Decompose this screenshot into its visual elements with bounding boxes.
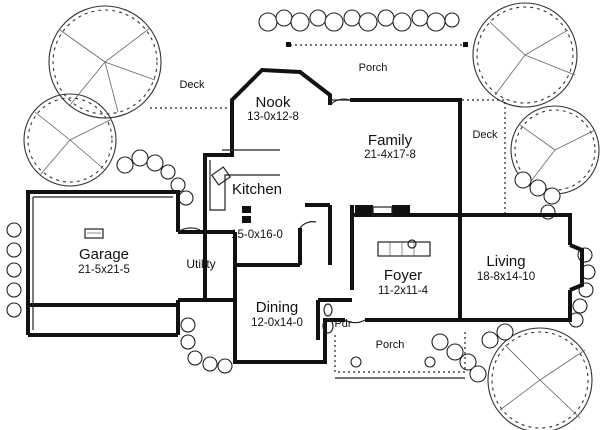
door-swings	[177, 98, 366, 324]
room-dining-name: Dining	[256, 299, 299, 316]
room-living-dims: 18-8x14-10	[477, 271, 535, 283]
tree-bottom-right	[487, 327, 593, 430]
tree-mid-left	[23, 93, 117, 187]
room-living: Living 18-8x14-10	[477, 253, 535, 283]
shrubs-left-garage	[6, 149, 194, 318]
room-family: Family 21-4x17-8	[364, 132, 416, 161]
room-dining-dims: 12-0x14-0	[251, 317, 303, 329]
room-utility-name: Utility	[186, 257, 215, 271]
shrubs-top	[258, 9, 460, 32]
shrubs-front	[180, 317, 487, 383]
front-porch	[334, 330, 466, 379]
room-family-dims: 21-4x17-8	[364, 149, 416, 161]
living-bay-window	[569, 243, 584, 292]
garage-entry	[84, 228, 104, 239]
room-kitchen-name: Kitchen	[232, 181, 282, 198]
left-deck	[150, 107, 233, 150]
room-garage-dims: 21-5x21-5	[78, 264, 130, 276]
room-dining: Dining 12-0x14-0	[251, 299, 303, 329]
room-garage: Garage 21-5x21-5	[78, 246, 130, 276]
garage-walls	[26, 190, 180, 337]
deck-right-label: Deck	[472, 129, 498, 141]
house-walls	[178, 67, 572, 364]
right-deck	[462, 99, 506, 215]
foyer-stair	[377, 239, 431, 257]
room-nook-dims: 13-0x12-8	[247, 111, 299, 123]
kitchen-counter	[209, 149, 280, 223]
room-kitchen-dims: 15-0x16-0	[231, 229, 283, 241]
porch-rear-label: Porch	[359, 62, 388, 74]
room-nook-name: Nook	[255, 94, 291, 111]
room-kitchen: Kitchen 15-0x16-0	[231, 181, 283, 241]
room-nook: Nook 13-0x12-8	[247, 94, 299, 123]
deck-left-label: Deck	[179, 79, 205, 91]
room-family-name: Family	[368, 132, 413, 149]
room-living-name: Living	[486, 253, 525, 270]
tree-top-right	[472, 2, 578, 108]
tree-top-left	[48, 5, 162, 119]
room-powder: Pdr	[334, 318, 351, 330]
room-foyer-name: Foyer	[384, 267, 422, 284]
room-foyer: Foyer 11-2x11-4	[378, 267, 429, 297]
room-utility: Utility	[186, 257, 215, 271]
powder-fixtures	[322, 303, 334, 334]
room-garage-name: Garage	[79, 246, 129, 263]
room-powder-name: Pdr	[334, 318, 351, 330]
rear-porch	[286, 42, 468, 47]
porch-front-label: Porch	[376, 339, 405, 351]
room-foyer-dims: 11-2x11-4	[378, 285, 429, 297]
fireplace	[355, 205, 410, 217]
